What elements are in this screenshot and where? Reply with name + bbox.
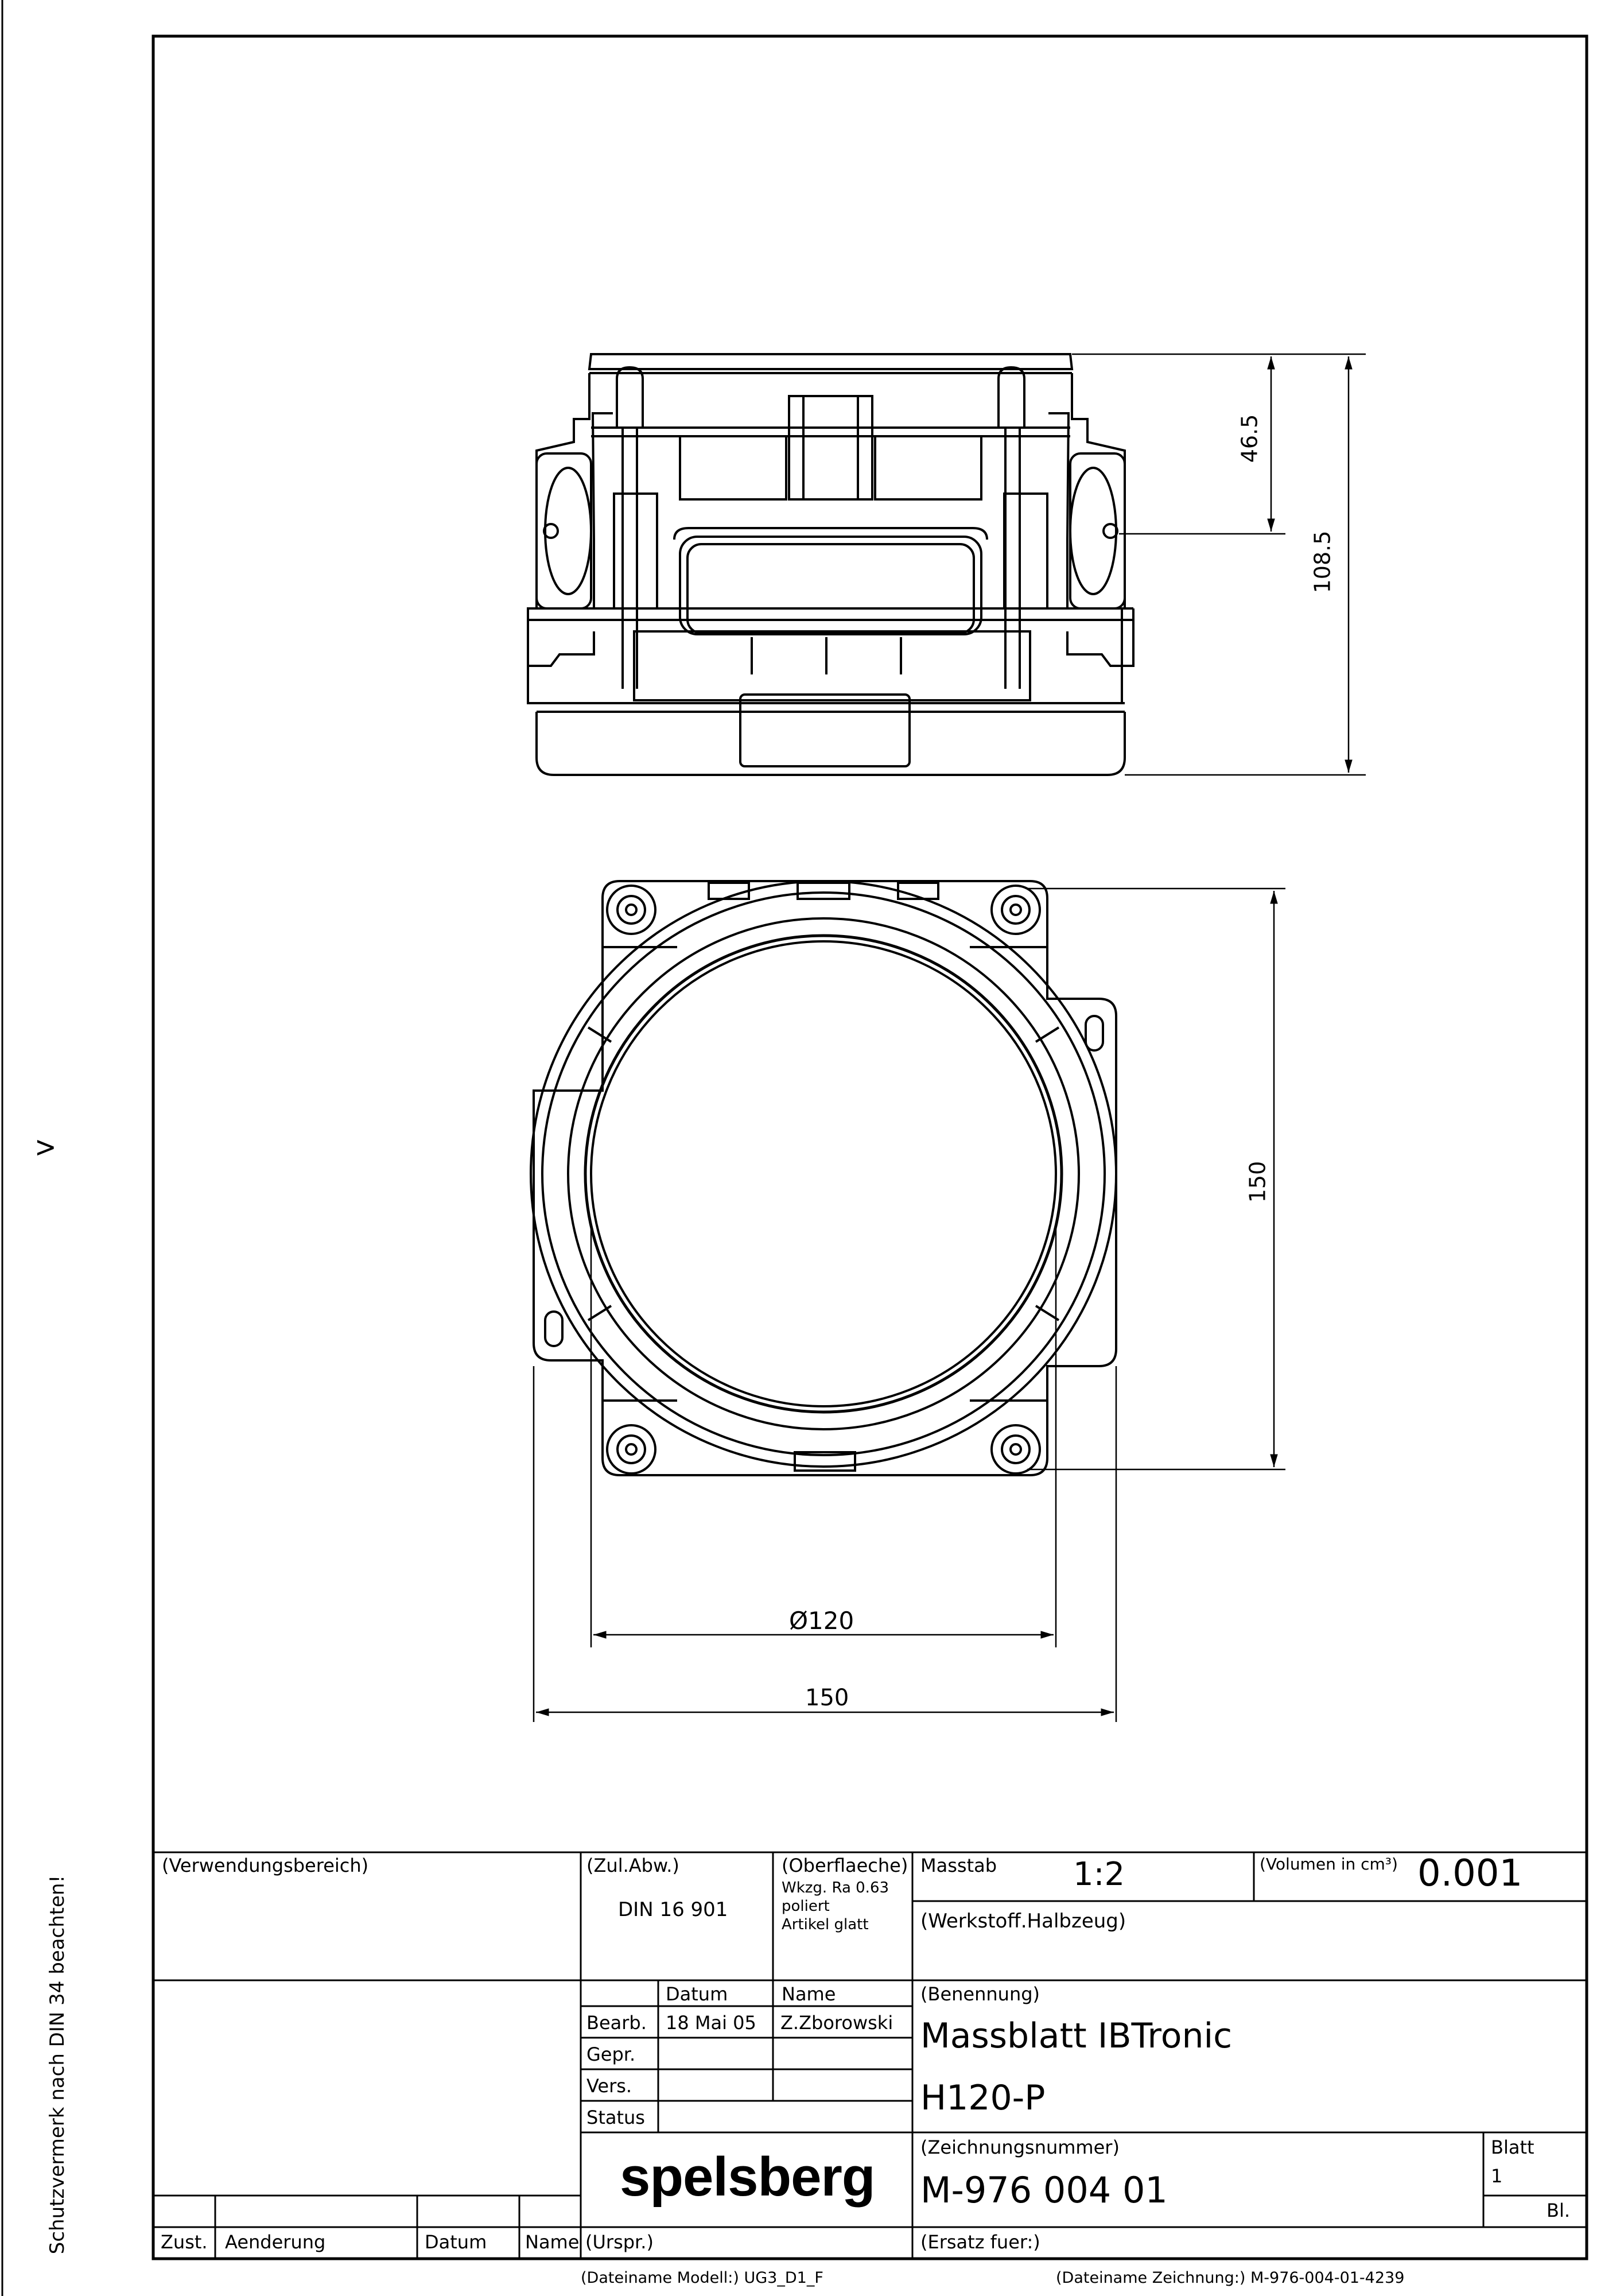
dim-label-150-vertical: 150 xyxy=(1245,1161,1271,1203)
zul-abw-label: (Zul.Abw.) xyxy=(586,1855,679,1876)
urspr-label: (Urspr.) xyxy=(585,2231,654,2253)
zul-abw-value: DIN 16 901 xyxy=(618,1898,728,1921)
name-header: Name xyxy=(782,1983,836,2005)
datum-header: Datum xyxy=(666,1983,728,2005)
elevation-dimensions xyxy=(1072,353,1366,776)
title-block-grid xyxy=(153,1851,1587,2259)
name-label: Name xyxy=(525,2231,580,2253)
oberflaeche-line3: Artikel glatt xyxy=(782,1916,869,1933)
margin-copyright-note: Schutzvermerk nach DIN 34 beachten! xyxy=(46,1875,69,2255)
dim-label-150-horizontal: 150 xyxy=(805,1685,849,1711)
gepr-label: Gepr. xyxy=(586,2043,636,2065)
bearb-datum: 18 Mai 05 xyxy=(666,2012,756,2034)
zeichnungsnummer-value: M-976 004 01 xyxy=(920,2169,1168,2211)
oberflaeche-line1: Wkzg. Ra 0.63 xyxy=(782,1879,889,1896)
drawing-frame xyxy=(151,34,1588,2260)
zeichnungsnummer-label: (Zeichnungsnummer) xyxy=(920,2136,1120,2158)
vers-label: Vers. xyxy=(586,2075,632,2097)
company-logo: spelsberg xyxy=(620,2146,876,2208)
blatt-value: 1 xyxy=(1491,2165,1503,2187)
sheet-edge-mark: > xyxy=(34,1130,57,1164)
benennung-subtitle: H120-P xyxy=(920,2078,1046,2118)
status-label: Status xyxy=(586,2107,645,2128)
werkstoff-label: (Werkstoff.Halbzeug) xyxy=(920,1910,1126,1933)
dim-label-108-5: 108.5 xyxy=(1310,530,1335,594)
bearb-name: Z.Zborowski xyxy=(780,2012,893,2034)
bl-label: Bl. xyxy=(1547,2200,1571,2221)
oberflaeche-line2: poliert xyxy=(782,1898,830,1915)
datum-label: Datum xyxy=(425,2231,487,2253)
volumen-label: (Volumen in cm³) xyxy=(1260,1855,1398,1874)
elevation-view xyxy=(527,353,1135,776)
dim-label-diameter-120: Ø120 xyxy=(789,1607,854,1635)
zust-label: Zust. xyxy=(161,2231,208,2253)
aenderung-label: Aenderung xyxy=(225,2231,326,2253)
masstab-value: 1:2 xyxy=(1073,1856,1125,1893)
benennung-title: Massblatt IBTronic xyxy=(920,2016,1233,2056)
ersatz-label: (Ersatz fuer:) xyxy=(920,2231,1040,2253)
drawing-filename: (Dateiname Zeichnung:) M-976-004-01-4239 xyxy=(1056,2269,1405,2287)
plan-dimensions xyxy=(533,887,1285,1722)
benennung-label: (Benennung) xyxy=(920,1983,1040,2005)
model-filename: (Dateiname Modell:) UG3_D1_F xyxy=(581,2269,823,2287)
dim-label-46-5: 46.5 xyxy=(1237,414,1262,463)
oberflaeche-label: (Oberflaeche) xyxy=(782,1855,908,1876)
blatt-label: Blatt xyxy=(1491,2136,1534,2158)
plan-view xyxy=(530,880,1117,1476)
masstab-label: Masstab xyxy=(920,1855,997,1876)
verwendungsbereich-label: (Verwendungsbereich) xyxy=(162,1855,369,1876)
bearb-label: Bearb. xyxy=(586,2012,647,2034)
volumen-value: 0.001 xyxy=(1417,1852,1523,1895)
